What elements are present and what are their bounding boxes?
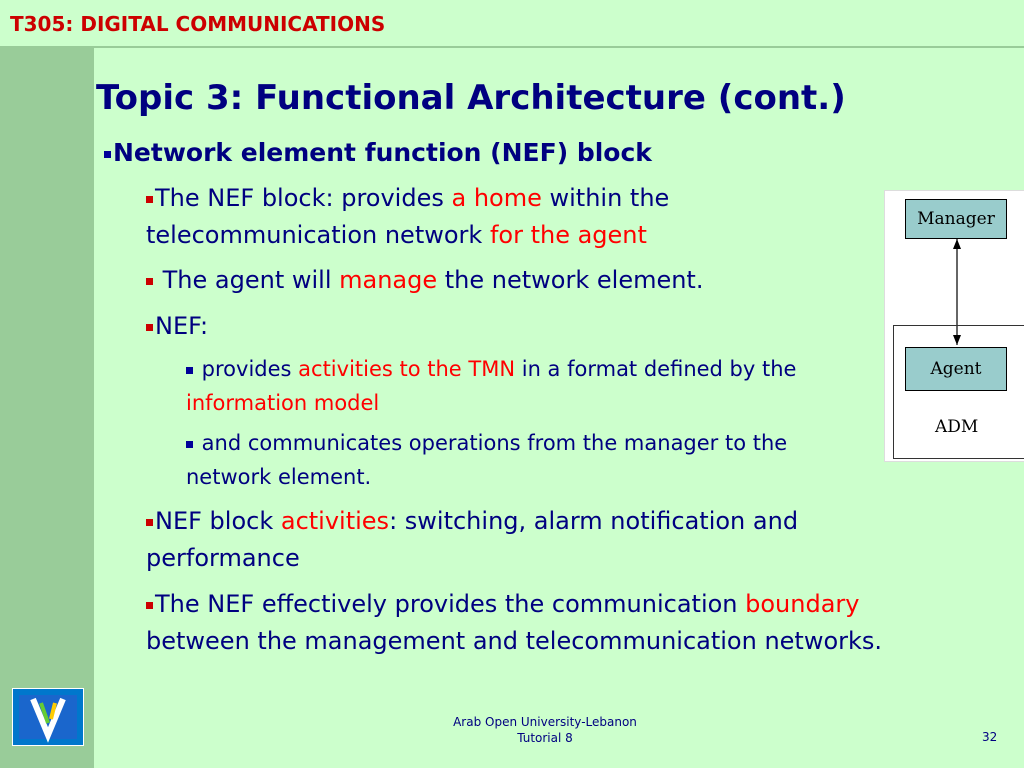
square-bullet-icon [146,277,153,285]
agent-box: Agent [905,347,1007,391]
bullet-nef-boundary: The NEF effectively provides the communi… [146,590,883,655]
bullet-nef-block: Network element function (NEF) block [104,138,652,167]
aou-logo-icon [19,695,77,743]
square-bullet-icon [146,195,153,203]
slide-title: Topic 3: Functional Architecture (cont.) [96,78,846,118]
bullet-nef-label: NEF: [146,308,886,345]
square-bullet-icon [146,601,153,609]
header-bar: T305: DIGITAL COMMUNICATIONS [0,0,1024,48]
adm-frame [893,325,1024,459]
footer-tutorial: Tutorial 8 [517,731,573,745]
page-number: 32 [982,730,998,744]
square-bullet-icon [186,366,193,374]
footer-university: Arab Open University-Lebanon [453,715,637,729]
bidirectional-arrow-icon [953,239,961,345]
university-logo [12,688,84,746]
adm-label: ADM [935,417,979,437]
bullet-text: Network element function (NEF) block [113,138,652,167]
course-title: T305: DIGITAL COMMUNICATIONS [10,12,386,36]
bullet-agent-manage: The agent will manage the network elemen… [146,262,886,299]
manager-agent-diagram: Manager Agent ADM [884,190,1024,462]
left-sidebar-band [0,48,94,768]
square-bullet-icon [146,518,153,526]
footer: Arab Open University-Lebanon Tutorial 8 [430,714,660,746]
sub-bullet-activities: provides activities to the TMN in a form… [186,357,797,415]
bullet-nef-activities: NEF block activities: switching, alarm n… [146,507,799,572]
bullet-nef-provides-home: The NEF block: provides a home within th… [146,184,670,249]
manager-box: Manager [905,199,1007,239]
square-bullet-icon [104,150,111,158]
sub-bullet-communicates: and communicates operations from the man… [186,431,788,489]
square-bullet-icon [186,440,193,448]
square-bullet-icon [146,323,153,331]
